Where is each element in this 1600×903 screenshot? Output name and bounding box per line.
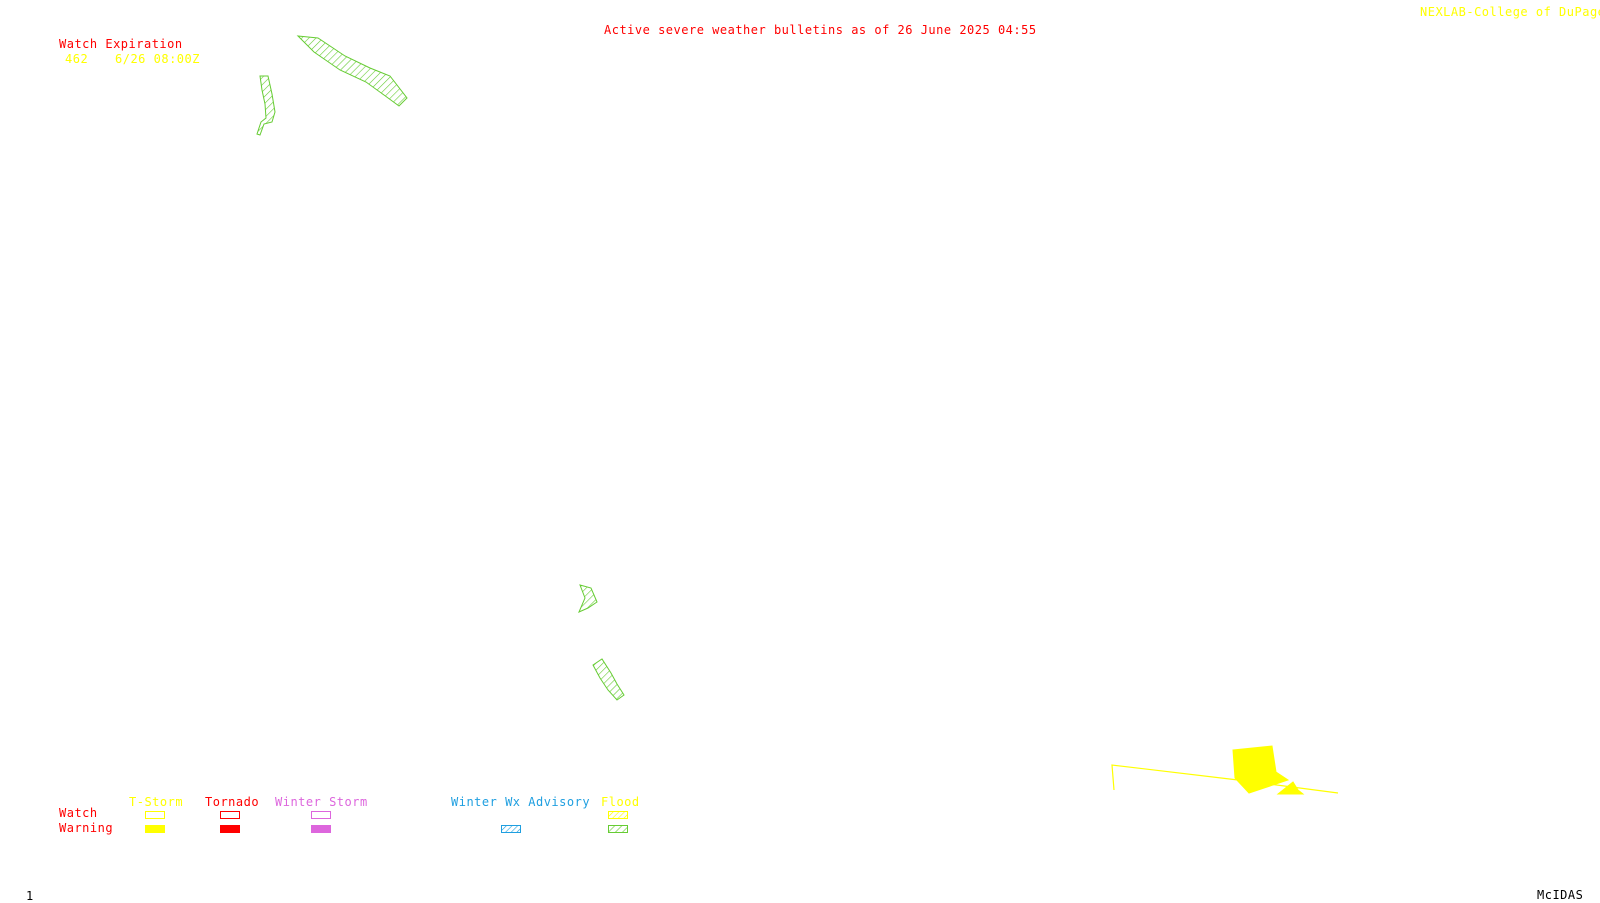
- flood-warning-area: [296, 35, 408, 107]
- page-number: 1: [26, 889, 34, 903]
- tstorm-watch-outline: [1111, 764, 1339, 794]
- bulletin-title: Active severe weather bulletins as of 26…: [604, 23, 1037, 37]
- legend-flood-warning-swatch: [608, 825, 628, 833]
- legend-winter-storm-label: Winter Storm: [275, 795, 368, 809]
- legend-tstorm-label: T-Storm: [129, 795, 184, 809]
- legend-winter-storm-warning-swatch: [311, 825, 331, 833]
- watch-expiration-heading: Watch Expiration: [59, 37, 183, 51]
- legend-watch-label: Watch: [59, 806, 98, 820]
- flood-warning-area: [592, 658, 625, 701]
- legend-flood-watch-swatch: [608, 811, 628, 819]
- flood-warning-area: [578, 584, 598, 613]
- legend-flood-label: Flood: [601, 795, 640, 809]
- legend-tstorm-warning-swatch: [145, 825, 165, 833]
- system-label: McIDAS: [1537, 888, 1584, 902]
- watch-expiration-time: 6/26 08:00Z: [115, 52, 200, 66]
- source-credit: NEXLAB-College of DuPage R: [1420, 5, 1600, 19]
- legend-tornado-warning-swatch: [220, 825, 240, 833]
- legend-winter-storm-watch-swatch: [311, 811, 331, 819]
- legend-warning-label: Warning: [59, 821, 114, 835]
- tstorm-warning-area: [1232, 745, 1290, 794]
- legend-tornado-label: Tornado: [205, 795, 260, 809]
- tstorm-warning-area: [1276, 781, 1305, 795]
- legend-tornado-watch-swatch: [220, 811, 240, 819]
- flood-warning-area: [256, 75, 276, 136]
- watch-number: 462: [65, 52, 89, 66]
- legend-winter-wx-advisory-label: Winter Wx Advisory: [451, 795, 591, 809]
- legend-winter-wx-advisory-swatch: [501, 825, 521, 833]
- legend-tstorm-watch-swatch: [145, 811, 165, 819]
